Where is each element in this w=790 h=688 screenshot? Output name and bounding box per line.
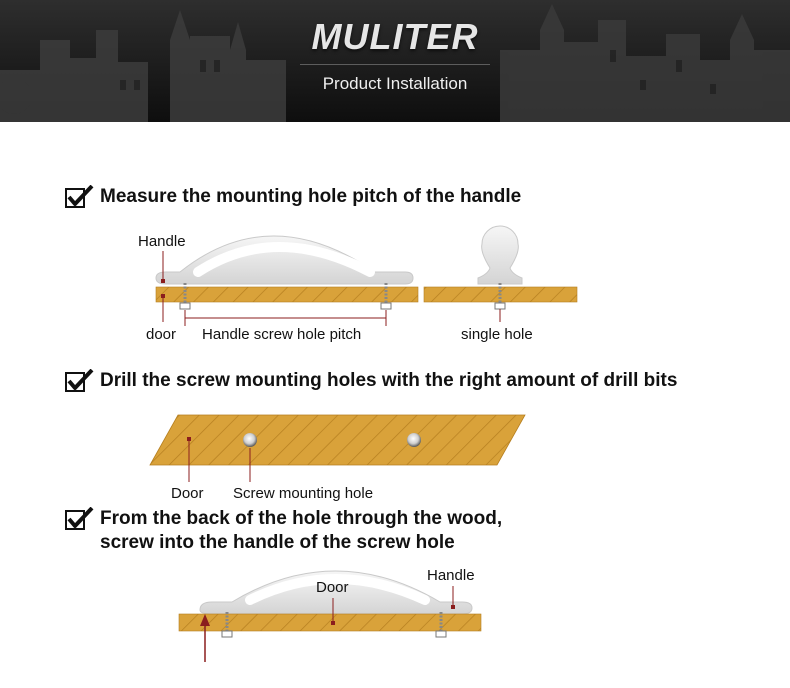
label-door: Door <box>316 579 349 596</box>
banner-divider <box>300 64 490 65</box>
checkbox-checked-icon <box>65 185 94 208</box>
label-handle: Handle <box>138 233 186 250</box>
label-door: Door <box>171 485 204 502</box>
step-2-title: Drill the screw mounting holes with the … <box>100 370 678 391</box>
label-single-hole: single hole <box>461 326 533 343</box>
step-screw-in: From the back of the hole through the wo… <box>64 507 502 555</box>
figure-screw-installation <box>178 570 482 662</box>
label-door: door <box>146 326 177 343</box>
figure-pull-handle <box>155 235 419 326</box>
figure-single-knob <box>423 225 578 322</box>
figure-drilled-door <box>149 414 526 482</box>
label-handle: Handle <box>427 567 475 584</box>
checkbox-checked-icon <box>65 507 94 530</box>
page-subtitle: Product Installation <box>322 74 468 93</box>
step-3-title-line2: screw into the handle of the screw hole <box>100 532 455 553</box>
label-screw-mounting-hole: Screw mounting hole <box>233 485 374 502</box>
brand-logo: MULITER <box>311 16 479 57</box>
step-1-title: Measure the mounting hole pitch of the h… <box>100 186 522 207</box>
city-skyline-image <box>0 0 790 122</box>
step-drill-holes: Drill the screw mounting holes with the … <box>64 369 677 393</box>
step-3-title-line1: From the back of the hole through the wo… <box>100 508 503 529</box>
header-banner: MULITER Product Installation <box>0 0 790 122</box>
step-measure-pitch: Measure the mounting hole pitch of the h… <box>64 185 521 209</box>
checkbox-checked-icon <box>65 369 94 392</box>
label-screw-pitch: Handle screw hole pitch <box>202 326 362 343</box>
